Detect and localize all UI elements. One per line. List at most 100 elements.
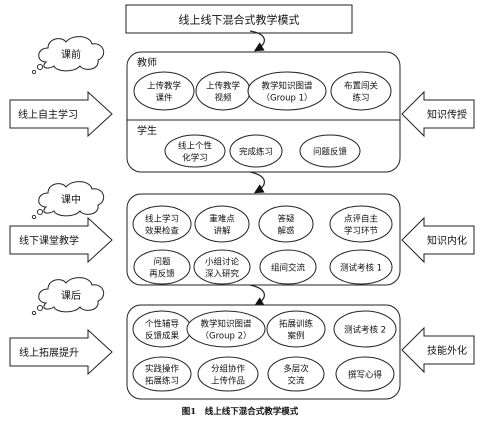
node-label: 实践操作: [145, 364, 180, 375]
node-label: 解惑: [277, 226, 295, 237]
ellipse-node: 测试考核 2: [333, 310, 397, 348]
node-ellipse: [329, 205, 393, 243]
diagram-title: 线上线下混合式教学模式: [179, 13, 300, 27]
node-label: 测试考核 2: [344, 325, 386, 336]
figure-caption: 图1 线上线下混合式教学模式: [182, 406, 299, 417]
node-ellipse: [329, 249, 393, 285]
node-label: 线上学习: [145, 214, 179, 225]
node-label: 拓展训练: [279, 319, 314, 330]
ellipse-node: 教学知识图谱（Group 1）: [247, 71, 327, 111]
ellipse-node: 组间交流: [259, 249, 317, 285]
flow-arrow-1: [249, 30, 265, 52]
node-label: 问题反馈: [313, 147, 348, 158]
node-label: 课件: [155, 93, 173, 104]
node-label: 重难点: [209, 214, 235, 225]
node-ellipse: [330, 71, 392, 111]
left-arrow-online-extension: 线上拓展提升: [9, 328, 113, 376]
node-ellipse: [258, 205, 314, 243]
right-arrow-label-3: 技能外化: [427, 344, 467, 357]
node-label: 个性辅导: [145, 319, 180, 330]
right-arrow-skill-externalization: 技能外化: [401, 326, 475, 374]
node-ellipse: [186, 310, 266, 348]
node-label: 再反馈: [149, 269, 175, 280]
node-label: 案例: [287, 331, 304, 342]
ellipse-node: 测试考核 1: [329, 249, 393, 285]
node-label: 效果检查: [145, 226, 180, 237]
ellipse-node: 完成练习: [229, 134, 283, 168]
node-ellipse: [194, 205, 250, 243]
cloud-label-after: 课后: [61, 290, 81, 302]
flow-arrow-3: [249, 284, 265, 307]
cloud-before-class: 课前: [31, 36, 105, 75]
node-ellipse: [267, 356, 325, 392]
cloud-label-before: 课前: [61, 48, 81, 61]
node-label: 交流: [287, 376, 305, 387]
node-label: 小组讨论: [205, 257, 240, 268]
cloud-label-in: 课中: [61, 193, 81, 206]
left-arrow-label-1: 线上自主学习: [18, 108, 78, 121]
cloud-after-class: 课后: [31, 277, 105, 316]
node-ellipse: [164, 134, 226, 168]
right-arrow-label-1: 知识传授: [427, 108, 467, 121]
flow-arrow-2: [249, 171, 265, 194]
node-label: 多层次: [283, 364, 309, 375]
node-ellipse: [259, 249, 317, 285]
ellipse-node: 撰写心得: [335, 356, 395, 392]
node-ellipse: [333, 310, 397, 348]
student-items: 线上个性化学习完成练习问题反馈: [164, 134, 361, 168]
left-arrow-label-2: 线下课堂教学: [19, 234, 79, 247]
student-label: 学生: [137, 124, 157, 137]
title-box: 线上线下混合式教学模式: [125, 4, 353, 34]
node-label: 上传作品: [211, 376, 245, 387]
node-ellipse: [132, 205, 192, 243]
node-label: 练习: [352, 93, 369, 104]
node-ellipse: [266, 310, 326, 348]
node-ellipse: [299, 134, 361, 168]
node-ellipse: [132, 356, 192, 392]
right-arrow-knowledge-transfer: 知识传授: [401, 90, 475, 138]
ellipse-node: 教学知识图谱（Group 2）: [186, 310, 266, 348]
node-label: 线上个性: [178, 141, 213, 152]
node-label: 上传教学: [147, 81, 182, 92]
node-label: 教学知识图谱: [261, 81, 313, 92]
node-label: 讲解: [213, 226, 231, 237]
node-label: 答疑: [277, 214, 295, 225]
node-label: （Group 1）: [262, 93, 313, 104]
node-label: 教学知识图谱: [200, 319, 252, 330]
node-label: 深入研究: [205, 269, 240, 280]
node-label: 化学习: [182, 153, 208, 164]
right-arrow-label-2: 知识内化: [427, 234, 467, 247]
node-label: 视频: [214, 93, 232, 104]
node-label: 学习环节: [344, 226, 379, 237]
node-label: （Group 2）: [201, 331, 252, 342]
node-label: 布置闯关: [344, 81, 379, 92]
node-label: 分组协作: [211, 364, 246, 375]
node-ellipse: [247, 71, 327, 111]
node-ellipse: [197, 356, 259, 392]
teacher-label: 教师: [137, 56, 157, 69]
cloud-in-class: 课中: [31, 181, 105, 220]
node-label: 测试考核 1: [340, 263, 382, 274]
node-ellipse: [133, 249, 191, 285]
ellipse-node: 问题反馈: [299, 134, 361, 168]
node-label: 组间交流: [271, 263, 306, 274]
node-label: 拓展练习: [145, 376, 179, 387]
node-ellipse: [229, 134, 283, 168]
